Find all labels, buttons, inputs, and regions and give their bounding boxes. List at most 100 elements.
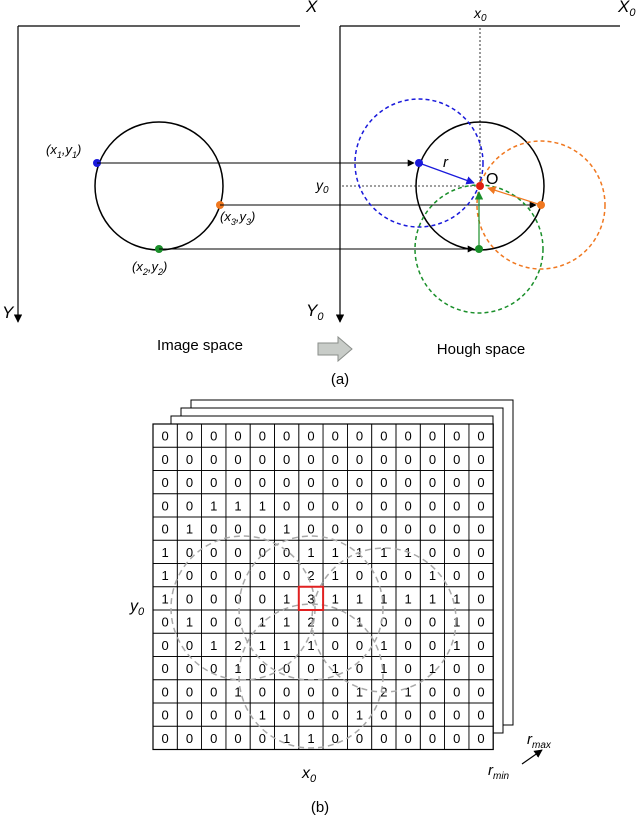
grid-cell-value: 1 <box>283 731 290 746</box>
grid-cell-value: 0 <box>234 545 241 560</box>
grid-cell-value: 0 <box>405 615 412 630</box>
grid-cell-value: 1 <box>405 684 412 699</box>
grid-cell-value: 1 <box>259 708 266 723</box>
grid-cell-value: 0 <box>210 475 217 490</box>
orange-radius-arrow <box>487 186 542 206</box>
grid-cell-value: 0 <box>259 545 266 560</box>
grid-cell-value: 0 <box>405 568 412 583</box>
grid-cell-value: 0 <box>283 429 290 444</box>
grid-cell-value: 1 <box>186 522 193 537</box>
grid-cell-value: 0 <box>429 429 436 444</box>
grid-cell-value: 0 <box>234 475 241 490</box>
grid-cell-value: 1 <box>429 591 436 606</box>
peak-cell-highlight <box>297 585 325 611</box>
grid-cell-value: 0 <box>453 661 460 676</box>
grid-cell-value: 0 <box>453 731 460 746</box>
grid-cell-value: 1 <box>380 661 387 676</box>
grid-cell-value: 0 <box>210 429 217 444</box>
grid-cell-value: 0 <box>405 429 412 444</box>
grid-circle-center <box>238 535 384 681</box>
grid-cell-value: 1 <box>356 591 363 606</box>
grid-cell-value: 0 <box>453 708 460 723</box>
grid-cell-value: 0 <box>283 684 290 699</box>
grid-cell-value: 1 <box>380 545 387 560</box>
grid-cell-value: 0 <box>259 684 266 699</box>
image-space-caption: Image space <box>157 337 243 354</box>
grid-cell-value: 0 <box>186 545 193 560</box>
grid-cell-value: 1 <box>234 498 241 513</box>
grid-cell-value: 0 <box>162 429 169 444</box>
point-2-label: (x2,y2) <box>132 259 167 277</box>
grid-cell-value: 0 <box>186 708 193 723</box>
grid-cell-value: 0 <box>307 522 314 537</box>
grid-cell-value: 0 <box>453 545 460 560</box>
hough-x0-label: x0 <box>473 5 487 24</box>
grid-cell-value: 0 <box>186 452 193 467</box>
grid-cell-value: 0 <box>405 708 412 723</box>
grid-cell-value: 0 <box>234 731 241 746</box>
radius-label: r <box>443 154 449 171</box>
caption-b: (b) <box>311 799 329 816</box>
grid-cell-value: 0 <box>429 498 436 513</box>
grid-cell-value: 0 <box>259 568 266 583</box>
accumulator-panel: 0 0 0 0 0 0 0 0 0 0 0 0 0 0 0 0 0 0 0 0 0 0 0 0 0 0 0 0 0 0 0 0 0 0 0 0 0 0 0 0… <box>129 399 552 785</box>
grid-cell-value: 1 <box>234 661 241 676</box>
grid-cell-value: 1 <box>283 522 290 537</box>
grid-cell-value: 0 <box>186 498 193 513</box>
grid-cell-value: 0 <box>477 615 484 630</box>
grid-cell-value: 2 <box>307 568 314 583</box>
grid-cell-value: 0 <box>453 522 460 537</box>
grid-cell-value: 0 <box>259 661 266 676</box>
image-x-axis-label: X <box>305 0 318 16</box>
grid-cell-value: 0 <box>405 452 412 467</box>
hough-space-caption: Hough space <box>437 341 525 358</box>
grid-cell-value: 0 <box>477 452 484 467</box>
grid-cell-value: 0 <box>453 568 460 583</box>
grid-cell-value: 1 <box>332 545 339 560</box>
grid-cell-value: 0 <box>332 708 339 723</box>
grid-cell-value: 0 <box>307 661 314 676</box>
grid-cell-value: 0 <box>477 429 484 444</box>
blue-radius-arrow <box>418 162 475 185</box>
grid-cell-value: 0 <box>210 615 217 630</box>
grid-cell-value: 0 <box>332 475 339 490</box>
grid-cell-value: 0 <box>380 615 387 630</box>
grid-cell-value: 0 <box>477 684 484 699</box>
grid-cell-value: 0 <box>283 452 290 467</box>
grid-cell-value: 0 <box>429 545 436 560</box>
grid-cell-value: 0 <box>162 522 169 537</box>
grid-cell-value: 1 <box>162 591 169 606</box>
grid-cell-value: 0 <box>283 498 290 513</box>
grid-cell-value: 0 <box>332 429 339 444</box>
hough-green-dot <box>475 245 483 253</box>
grid-cell-value: 0 <box>234 615 241 630</box>
grid-cell-value: 1 <box>186 615 193 630</box>
grid-cell-value: 0 <box>380 522 387 537</box>
grid-cell-value: 0 <box>477 731 484 746</box>
grid-cell-value: 1 <box>307 731 314 746</box>
point-3-label: (x3,y3) <box>220 209 255 227</box>
grid-cell-value: 0 <box>307 475 314 490</box>
grid-cell-value: 0 <box>210 522 217 537</box>
grid-cell-value: 1 <box>332 568 339 583</box>
grid-cell-value: 0 <box>259 475 266 490</box>
grid-cell-value: 0 <box>380 731 387 746</box>
grid-cell-value: 0 <box>210 568 217 583</box>
grid-cell-value: 0 <box>429 452 436 467</box>
grid-cell-value: 0 <box>332 615 339 630</box>
grid-cell <box>468 725 494 750</box>
grid-cell-value: 1 <box>307 638 314 653</box>
grid-cell-value: 0 <box>234 522 241 537</box>
grid-cell-value: 0 <box>210 661 217 676</box>
grid-cell-value: 0 <box>162 615 169 630</box>
accumulator-x0-label: x0 <box>301 765 317 785</box>
grid-cell-value: 2 <box>307 615 314 630</box>
grid-cell-value: 0 <box>332 638 339 653</box>
grid-cell-value: 0 <box>234 591 241 606</box>
grid-cell-value: 0 <box>453 475 460 490</box>
grid-cell-value: 0 <box>477 545 484 560</box>
grid-cell-value: 0 <box>162 731 169 746</box>
grid-cell-value: 0 <box>186 475 193 490</box>
grid-cell-value: 0 <box>356 661 363 676</box>
